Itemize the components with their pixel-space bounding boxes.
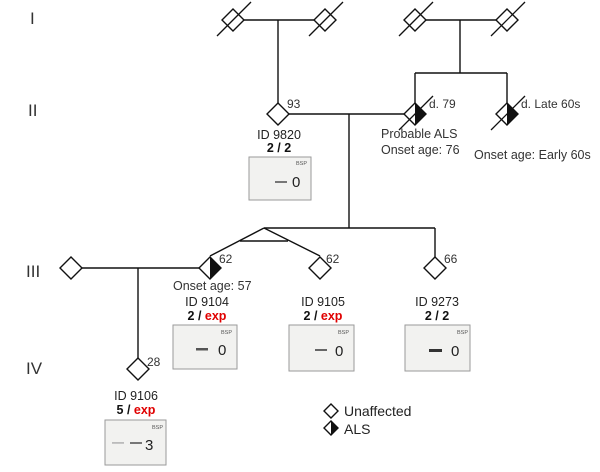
gel-iii-3: BSP 0	[404, 324, 471, 372]
age-ii-1: 93	[287, 97, 301, 111]
legend: Unaffected ALS	[323, 403, 411, 437]
id-iii-3: ID 9273	[415, 295, 459, 309]
individual-iii-3	[423, 256, 447, 280]
individual-i-3	[398, 1, 434, 37]
legend-als-icon	[323, 420, 339, 436]
gel-value-iii-2: 0	[335, 343, 343, 360]
gen-iii-lines	[82, 227, 436, 358]
individual-ii-1	[266, 102, 290, 126]
age-ii-3: d. Late 60s	[521, 97, 580, 111]
age-ii-2: d. 79	[429, 97, 456, 111]
individual-iii-2	[308, 256, 332, 280]
individual-iii-1	[198, 256, 222, 280]
individual-ii-3	[490, 95, 526, 131]
gel-iii-1: BSP 0	[172, 324, 238, 370]
gel-iv-1: BSP 3	[104, 419, 167, 466]
generation-label-iv: IV	[26, 359, 43, 378]
note-ii-2-diagnosis: Probable ALS	[381, 127, 457, 141]
individual-i-1	[216, 1, 252, 37]
id-ii-1: ID 9820	[257, 128, 301, 142]
genotype-iii-2: 2 / exp	[304, 309, 343, 323]
id-iii-1: ID 9104	[185, 295, 229, 309]
individual-i-2	[308, 1, 344, 37]
age-iii-1: 62	[219, 252, 233, 266]
legend-als-label: ALS	[344, 421, 370, 437]
individual-i-4	[490, 1, 526, 37]
gel-value-iii-3: 0	[451, 343, 459, 360]
generation-label-i: I	[30, 9, 35, 28]
gel-iii-2: BSP 0	[288, 324, 355, 372]
gen-i-lines	[243, 19, 508, 103]
gen-ii-lines	[289, 113, 404, 228]
genotype-ii-1: 2 / 2	[267, 141, 291, 155]
gel-label-iv-1: BSP	[152, 425, 163, 431]
age-iii-3: 66	[444, 252, 458, 266]
individual-iii-0	[59, 256, 83, 280]
legend-unaffected-icon	[323, 403, 339, 419]
note-ii-2-onset: Onset age: 76	[381, 143, 460, 157]
individual-ii-2	[398, 95, 434, 131]
gel-value-iv-1: 3	[145, 437, 153, 454]
age-iii-2: 62	[326, 252, 340, 266]
id-iv-1: ID 9106	[114, 389, 158, 403]
generation-label-iii: III	[26, 262, 40, 281]
gel-value-iii-1: 0	[218, 342, 226, 359]
note-iii-1-onset: Onset age: 57	[173, 279, 252, 293]
genotype-iii-1: 2 / exp	[188, 309, 227, 323]
note-ii-3-onset: Onset age: Early 60s	[474, 148, 591, 162]
legend-unaffected-label: Unaffected	[344, 403, 411, 419]
individual-iv-1	[126, 357, 150, 381]
gel-label-iii-1: BSP	[221, 330, 232, 336]
gel-value-ii-1: 0	[292, 174, 300, 191]
id-iii-2: ID 9105	[301, 295, 345, 309]
genotype-iii-3: 2 / 2	[425, 309, 449, 323]
gel-ii-1: BSP 0	[248, 156, 312, 201]
gel-label-iii-3: BSP	[457, 330, 468, 336]
generation-label-ii: II	[28, 101, 37, 120]
genotype-iv-1: 5 / exp	[117, 403, 156, 417]
age-iv-1: 28	[147, 355, 161, 369]
gel-label-iii-2: BSP	[338, 330, 349, 336]
gel-label-ii-1: BSP	[296, 161, 307, 167]
